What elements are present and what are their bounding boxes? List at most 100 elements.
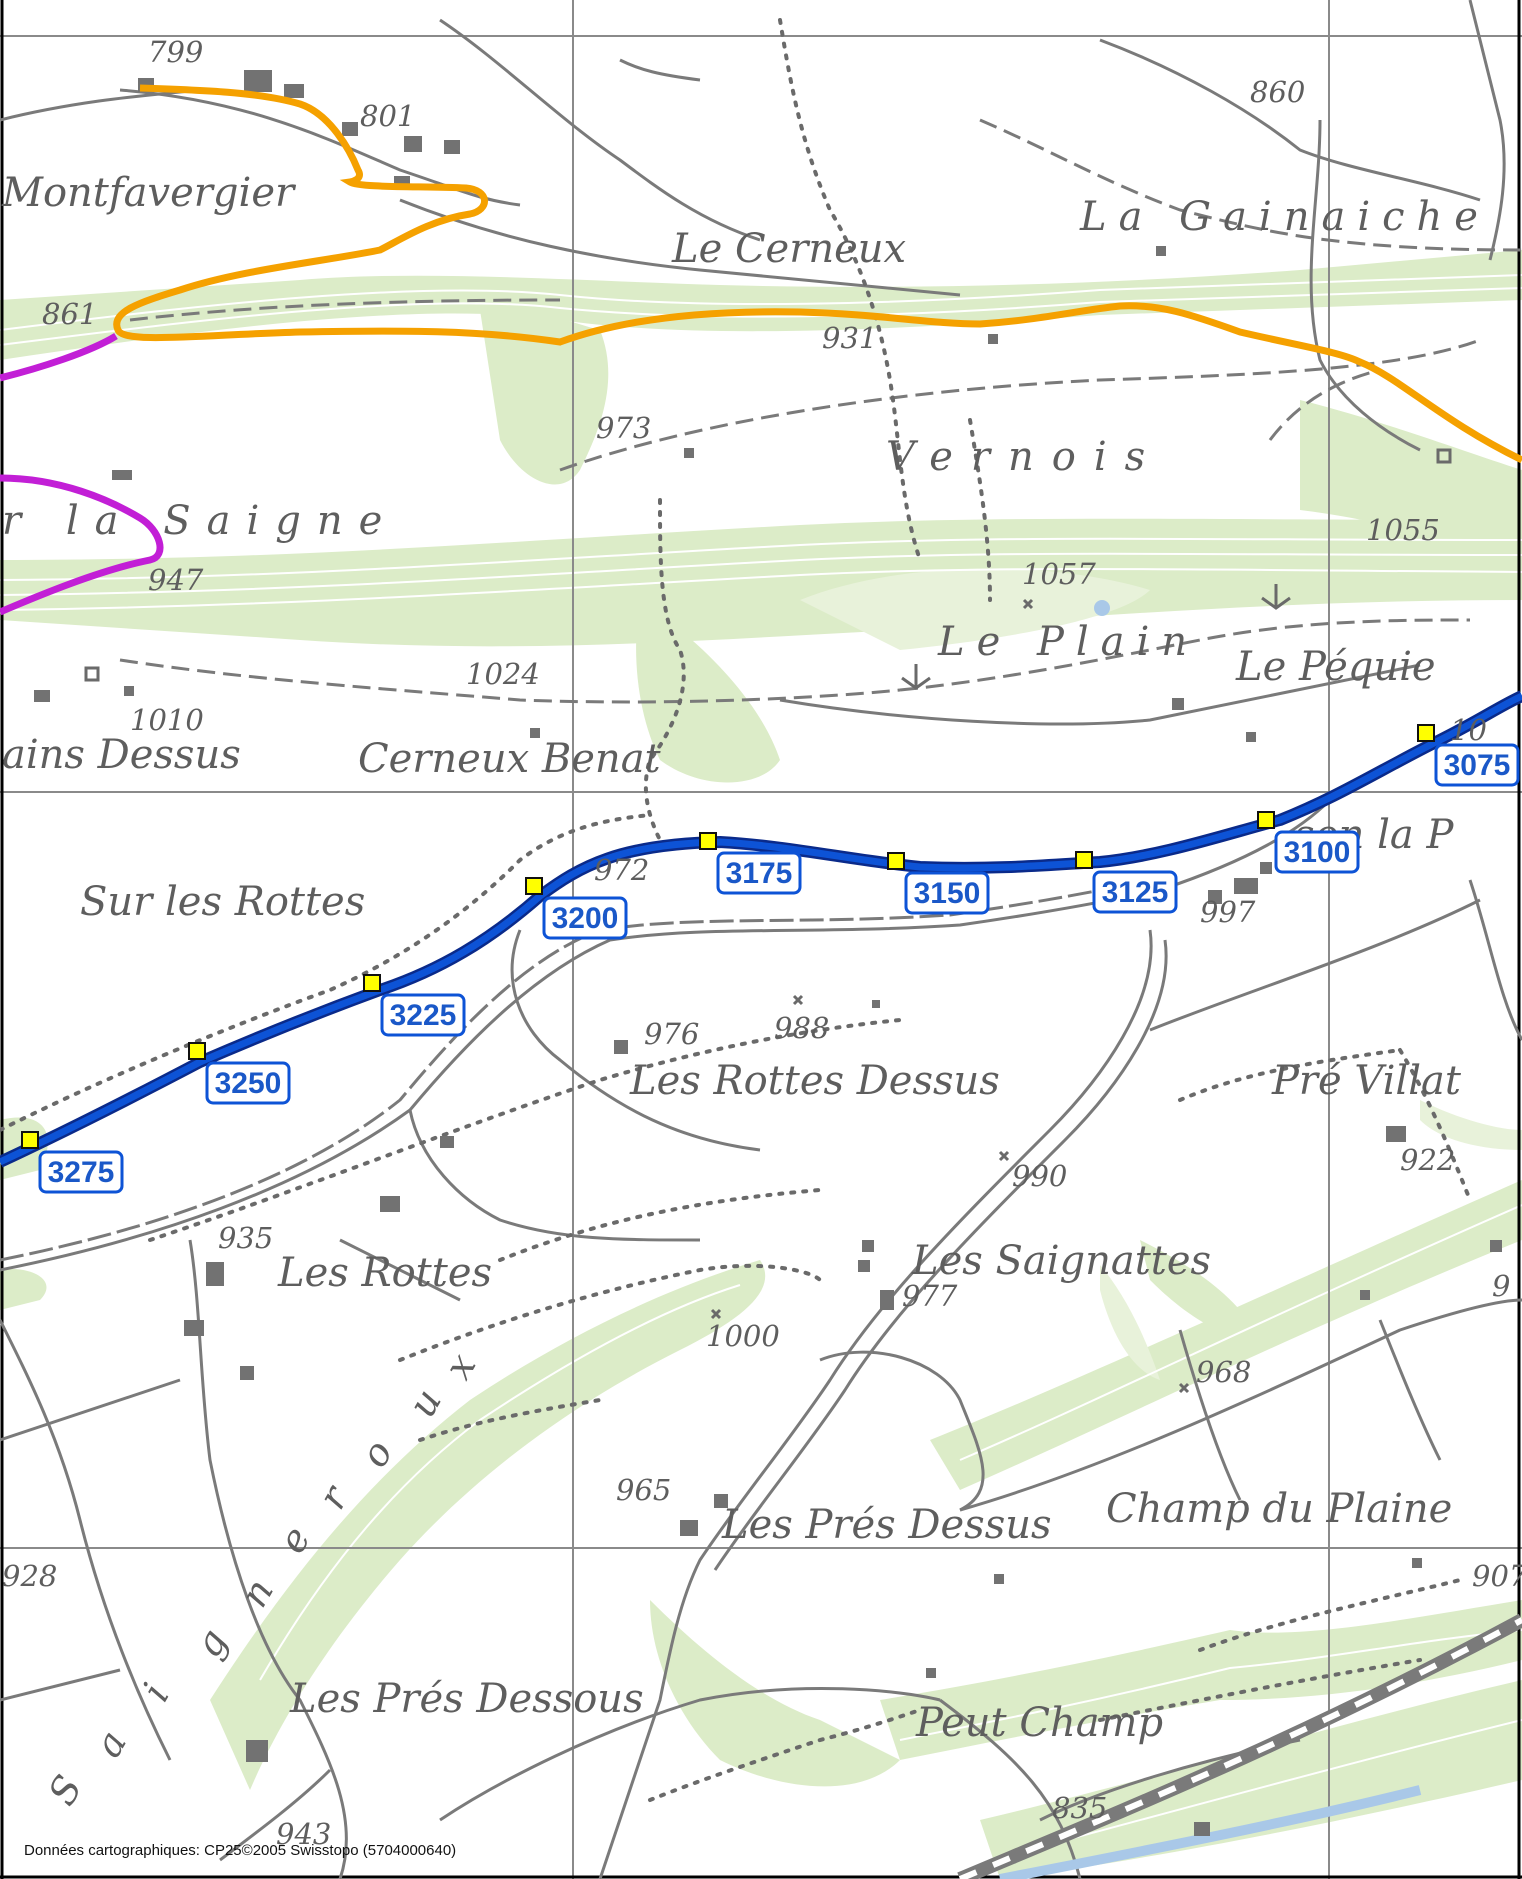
altitude-label: 922: [1400, 1143, 1455, 1177]
km-marker-box: [542, 896, 628, 940]
altitude-label: 907: [1472, 1559, 1522, 1593]
region-label-letter: S: [40, 1768, 91, 1813]
km-marker-square: [1257, 811, 1275, 829]
km-marker-label: 3075: [1444, 749, 1511, 782]
place-label: Le Plain: [937, 619, 1199, 665]
altitude-label: 928: [2, 1559, 57, 1593]
place-label: La Gainaiche: [1079, 194, 1490, 240]
place-label: Le Cerneux: [671, 226, 906, 272]
railway: [957, 1613, 1522, 1879]
altitude-label: 976: [644, 1017, 699, 1051]
footpaths: [0, 18, 1472, 1802]
main-road-orange: [113, 84, 1522, 464]
km-marker[interactable]: 3250: [188, 1042, 291, 1105]
km-marker-label: 3150: [914, 877, 981, 910]
altitude-label: 931: [822, 321, 877, 355]
contour-altitude-label: 900: [388, 333, 445, 368]
place-label: Montfavergier: [1, 170, 297, 216]
km-marker-label: 3200: [552, 902, 619, 935]
road-purple: [0, 333, 164, 616]
km-marker-label: 3275: [48, 1156, 115, 1189]
altitude-label: 965: [616, 1473, 671, 1507]
km-marker-square: [1417, 724, 1435, 742]
altitude-label: 801: [360, 99, 415, 133]
km-marker-box: [38, 1150, 124, 1194]
km-marker-label: 3250: [215, 1067, 282, 1100]
altitude-label: 861: [42, 297, 97, 331]
altitude-label: 947: [148, 563, 204, 597]
km-marker-label: 3225: [390, 999, 457, 1032]
km-marker-square: [1075, 851, 1093, 869]
place-label: Sur les Rottes: [80, 879, 365, 925]
place-label: Pré Villat: [1271, 1058, 1462, 1104]
km-marker-label: 3175: [726, 857, 793, 890]
altitude-label: 860: [1250, 75, 1305, 109]
km-marker[interactable]: 3100: [1257, 811, 1360, 874]
km-marker-box: [1274, 830, 1360, 874]
altitude-label: 973: [596, 411, 651, 445]
altitude-label: 799: [148, 35, 203, 69]
km-marker-square: [188, 1042, 206, 1060]
km-marker-label: 3100: [1284, 836, 1351, 869]
region-label-letter: a: [86, 1723, 135, 1765]
map-labels: Montfavergier Le Cerneux La GainaicheVerno…: [1, 35, 1522, 1851]
place-label: Peut Champ: [915, 1700, 1163, 1746]
place-label: Les Rottes: [277, 1250, 492, 1296]
map-attribution: Données cartographiques: CP25©2005 Swiss…: [24, 1842, 457, 1859]
altitude-label: 835: [1052, 1791, 1107, 1825]
km-marker-square: [699, 832, 717, 850]
km-marker[interactable]: 3200: [525, 877, 628, 940]
altitude-label: 1024: [466, 657, 540, 691]
altitude-label: 9: [1492, 1269, 1510, 1303]
km-marker[interactable]: 3225: [363, 974, 466, 1037]
km-marker-box: [1434, 743, 1520, 787]
altitude-label: 997: [1200, 895, 1256, 929]
place-label: Les Prés Dessous: [289, 1676, 644, 1722]
region-label-letter: i: [134, 1676, 178, 1709]
altitude-label: 972: [594, 853, 649, 887]
km-marker-box: [380, 993, 466, 1037]
altitude-label: 988: [774, 1011, 829, 1045]
km-marker-box: [716, 851, 802, 895]
altitude-label: 977: [902, 1279, 958, 1313]
km-marker[interactable]: 3075: [1417, 724, 1520, 787]
map-symbols: [84, 448, 1452, 1394]
altitude-label: 1057: [1022, 557, 1096, 591]
km-marker-square: [887, 852, 905, 870]
region-label-letter: u: [400, 1381, 450, 1424]
place-label: Cerneux Benat: [358, 736, 662, 782]
km-marker-square: [525, 877, 543, 895]
km-marker-box: [1092, 870, 1178, 914]
altitude-label: 10: [1450, 713, 1487, 747]
altitude-label: 968: [1196, 1355, 1251, 1389]
place-label: r la Saigne: [2, 498, 398, 544]
place-label: Vernois: [886, 434, 1163, 480]
contour-altitude-label: 900: [780, 1783, 837, 1818]
altitude-label: 990: [1012, 1159, 1067, 1193]
km-marker-label: 3125: [1102, 876, 1169, 909]
km-marker[interactable]: 3175: [699, 832, 802, 895]
route-line: [0, 690, 1522, 1168]
altitude-label: 935: [218, 1221, 273, 1255]
altitude-label: 1000: [706, 1319, 780, 1353]
forest-areas: [0, 250, 1522, 1879]
km-marker-square: [21, 1131, 39, 1149]
altitude-label: 1010: [130, 703, 204, 737]
km-marker[interactable]: 3275: [21, 1131, 124, 1194]
altitude-label: 943: [276, 1817, 331, 1851]
km-marker-box: [904, 871, 990, 915]
km-marker-box: [205, 1061, 291, 1105]
km-marker[interactable]: 3150: [887, 852, 990, 915]
place-label: Les Prés Dessus: [721, 1502, 1052, 1548]
place-label: Les Rottes Dessus: [629, 1058, 1000, 1104]
km-marker[interactable]: 3125: [1075, 851, 1178, 914]
region-label-letter: r: [310, 1476, 359, 1516]
altitude-label: 1055: [1366, 513, 1440, 547]
region-label-letter: x: [436, 1346, 485, 1387]
region-label-letter: g: [186, 1621, 236, 1664]
place-label: Les Saignattes: [911, 1238, 1211, 1284]
region-label-letter: e: [270, 1519, 319, 1560]
km-marker-square: [363, 974, 381, 992]
